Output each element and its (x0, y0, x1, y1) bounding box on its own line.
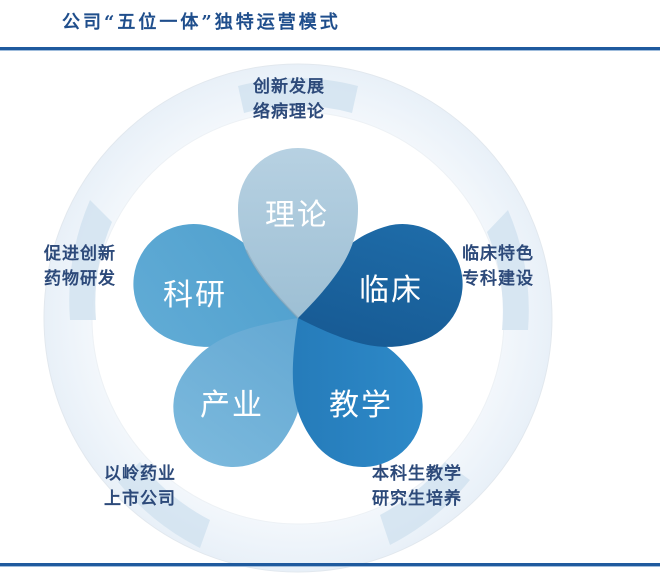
top-divider-accent (0, 50, 660, 51)
outer-label-bottom-right-line1: 本科生教学 (372, 464, 462, 484)
outer-label-top: 创新发展 络病理论 (253, 75, 325, 125)
outer-label-bottom-right-line2: 研究生培养 (372, 489, 462, 509)
page-title: 公司“五位一体”独特运营模式 (62, 12, 341, 33)
petal-label-clinical: 临床 (359, 273, 423, 308)
petal-label-teaching: 教学 (329, 388, 393, 423)
petals (133, 148, 463, 467)
outer-label-top-line1: 创新发展 (253, 77, 325, 97)
bottom-divider-accent (0, 566, 660, 567)
outer-label-bottom-left: 以岭药业 上市公司 (104, 462, 176, 512)
petal-label-industry: 产业 (200, 388, 264, 423)
petal-teaching (292, 318, 423, 467)
outer-label-left-line1: 促进创新 (44, 244, 116, 264)
outer-label-bottom-right: 本科生教学 研究生培养 (372, 462, 462, 512)
ring-segments (69, 78, 529, 548)
outer-label-left: 促进创新 药物研发 (44, 242, 116, 292)
outer-label-top-line2: 络病理论 (253, 102, 325, 122)
petal-industry (173, 318, 304, 467)
bottom-divider (0, 563, 660, 566)
petal-label-theory: 理论 (265, 198, 329, 233)
outer-label-right: 临床特色 专科建设 (462, 242, 534, 292)
outer-label-bottom-left-line2: 上市公司 (104, 489, 176, 509)
top-divider (0, 47, 660, 50)
outer-label-right-line2: 专科建设 (462, 269, 534, 289)
outer-label-right-line1: 临床特色 (462, 244, 534, 264)
petal-label-research: 科研 (163, 278, 227, 313)
petal-theory (238, 148, 358, 319)
outer-label-left-line2: 药物研发 (44, 269, 116, 289)
outer-label-bottom-left-line1: 以岭药业 (104, 464, 176, 484)
